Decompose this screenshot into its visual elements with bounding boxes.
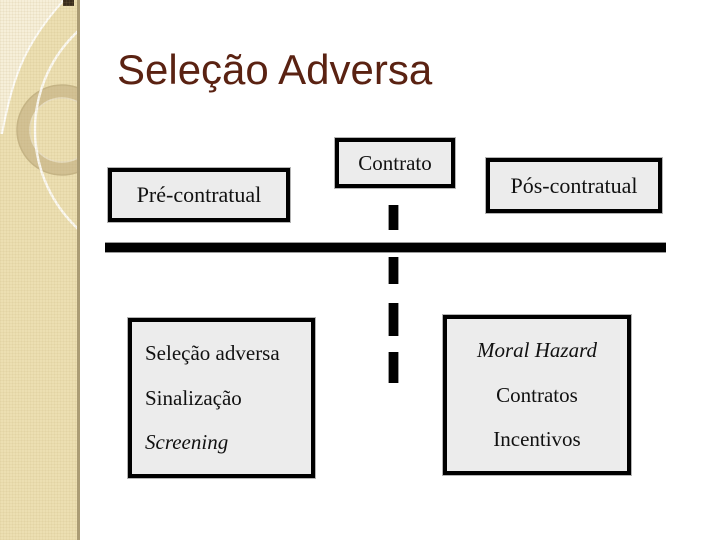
slide-title: Seleção Adversa [117, 46, 433, 93]
contrato-label: Contrato [358, 150, 432, 175]
pos-contratual-box: Pós-contratual [486, 158, 662, 213]
ring-outer-edge-ornament [16, 84, 77, 176]
pre-contratual-box: Pré-contratual [108, 168, 290, 222]
light-corner-ornament [0, 0, 64, 134]
sidebar-ornament-graphic [0, 0, 77, 230]
circle-outline-ornament [33, 30, 77, 230]
contract-divider-dash [389, 303, 398, 336]
ring-inner-edge-ornament [29, 97, 77, 163]
selecao-adversa-concepts-box: Seleção adversa Sinalização Screening [128, 318, 315, 478]
list-item: Incentivos [493, 426, 581, 451]
list-item: Seleção adversa [145, 341, 280, 366]
corner-arc-ornament [1, 0, 65, 135]
pre-contratual-label: Pré-contratual [136, 182, 262, 207]
list-item: Moral Hazard [477, 338, 597, 363]
contrato-box: Contrato [335, 138, 455, 188]
corner-square-ornament [63, 0, 74, 6]
contract-divider-dash [389, 205, 398, 230]
ring-ornament [17, 85, 77, 175]
timeline-line [105, 243, 666, 252]
pos-contratual-label: Pós-contratual [510, 172, 638, 198]
list-item: Contratos [496, 382, 578, 407]
moral-hazard-concepts-box: Moral Hazard Contratos Incentivos [443, 315, 631, 475]
list-item: Sinalização [145, 385, 242, 410]
sidebar-decoration [0, 0, 80, 540]
list-item: Screening [145, 429, 229, 454]
contract-divider-dash [389, 352, 398, 383]
contract-divider-dash [389, 257, 398, 284]
